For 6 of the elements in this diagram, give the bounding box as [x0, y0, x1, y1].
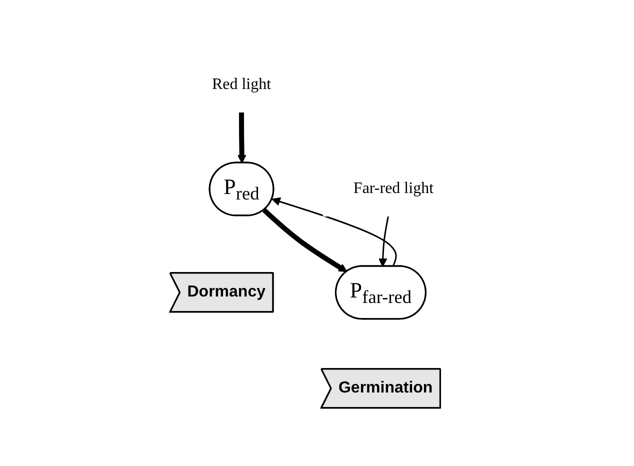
arrow [262, 208, 348, 272]
arrow [378, 216, 390, 267]
node-text: Far-red light [354, 180, 434, 198]
arrow [272, 197, 398, 267]
node-text: Red light [212, 76, 272, 94]
arrow [238, 112, 246, 164]
